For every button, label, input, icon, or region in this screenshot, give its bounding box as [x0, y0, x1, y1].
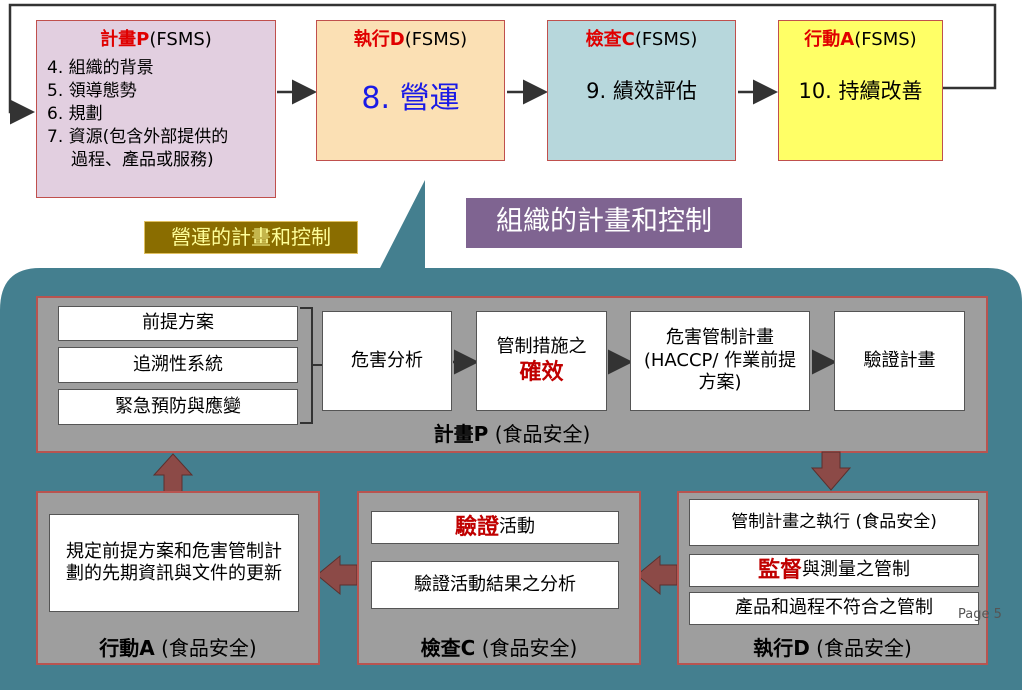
do-fsms-box: 執行D(FSMS) 8. 營運	[316, 20, 505, 161]
plan-flow-arrows	[300, 307, 837, 424]
top-connectors	[8, 3, 997, 125]
verification-analysis-box: 驗證活動結果之分析	[371, 561, 619, 609]
check-fsms-title: 檢查C(FSMS)	[585, 29, 698, 50]
traceability-system-box: 追溯性系統	[58, 347, 298, 383]
plan-fsms-items: 4. 組織的背景 5. 領導態勢 6. 規劃 7. 資源(包含外部提供的 過程、…	[37, 57, 275, 172]
control-measure-validation-box: 管制措施之 確效	[476, 311, 607, 411]
check-fsms-box: 檢查C(FSMS) 9. 績效評估	[547, 20, 736, 161]
haccp-plan-box: 危害管制計畫 (HACCP/ 作業前提方案)	[630, 311, 810, 411]
act-fsms-content: 10. 持續改善	[798, 79, 923, 103]
emergency-response-box: 緊急預防與應變	[58, 389, 298, 425]
check-section-label: 檢查C (食品安全)	[420, 636, 578, 660]
plan-section-label: 計畫P (食品安全)	[433, 422, 591, 446]
monitoring-emphasis: 監督	[757, 557, 802, 583]
org-planning-label: 組織的計畫和控制	[466, 198, 742, 248]
plan-fsms-box: 計畫P(FSMS) 4. 組織的背景 5. 領導態勢 6. 規劃 7. 資源(包…	[36, 20, 276, 198]
do-section-label: 執行D (食品安全)	[753, 636, 912, 660]
verification-plan-box: 驗證計畫	[834, 311, 965, 411]
plan-item: 4. 組織的背景	[47, 58, 154, 78]
plan-item: 7. 資源(包含外部提供的	[47, 127, 229, 147]
plan-item: 6. 規劃	[47, 104, 103, 124]
hazard-analysis-box: 危害分析	[322, 311, 452, 411]
act-update-box: 規定前提方案和危害管制計劃的先期資訊與文件的更新	[49, 514, 299, 612]
control-measure-prefix: 管制措施之	[496, 336, 587, 357]
do-fsms-title: 執行D(FSMS)	[353, 29, 468, 50]
control-plan-execution-box: 管制計畫之執行 (食品安全)	[689, 499, 979, 546]
plan-item: 5. 領導態勢	[47, 81, 137, 101]
page-number: Page 5	[958, 607, 1002, 622]
verification-activity-box: 驗證活動	[371, 511, 619, 544]
verification-emphasis: 驗證	[454, 514, 499, 540]
check-fsms-content: 9. 績效評估	[586, 79, 697, 103]
act-fsms-title: 行動A(FSMS)	[804, 29, 917, 50]
prerequisite-programs-box: 前提方案	[58, 306, 298, 341]
plan-fsms-title: 計畫P(FSMS)	[100, 29, 212, 50]
plan-item: 過程、產品或服務)	[71, 150, 214, 170]
act-fsms-box: 行動A(FSMS) 10. 持續改善	[778, 20, 943, 161]
act-section-label: 行動A (食品安全)	[99, 636, 257, 660]
monitoring-measurement-box: 監督與測量之管制	[689, 554, 979, 587]
nonconformity-control-box: 產品和過程不符合之管制	[689, 592, 979, 625]
do-fsms-content: 8. 營運	[361, 81, 460, 116]
operation-planning-label: 營運的計畫和控制	[144, 221, 358, 254]
validation-emphasis: 確效	[519, 359, 564, 385]
